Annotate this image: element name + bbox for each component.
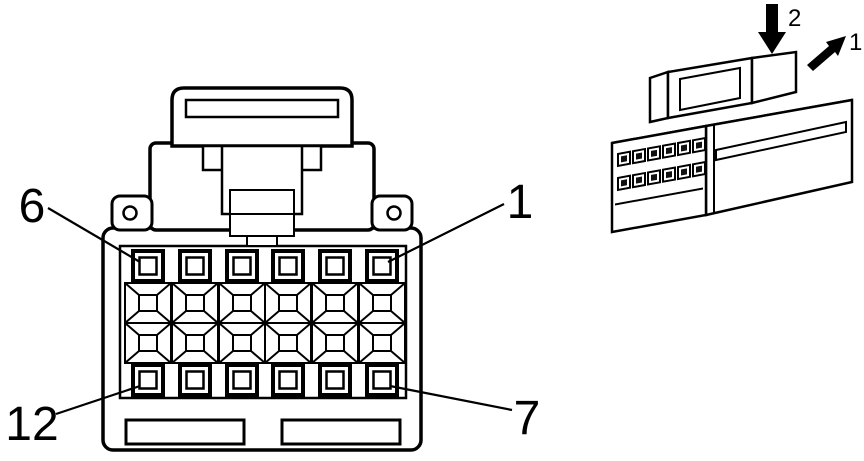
latch-3d-inner bbox=[679, 66, 741, 112]
bevel-block bbox=[264, 322, 312, 364]
arrow-down-icon bbox=[758, 4, 786, 54]
pin-cavity bbox=[178, 363, 212, 397]
bevel-block bbox=[311, 282, 359, 324]
terminal-hole bbox=[616, 174, 632, 191]
bevel-block bbox=[264, 282, 312, 324]
terminal-hole bbox=[691, 161, 707, 178]
terminal-hole bbox=[676, 139, 692, 157]
pin-cavity bbox=[131, 363, 165, 397]
latch-tower bbox=[148, 86, 376, 247]
side-lever bbox=[715, 120, 847, 162]
front-view: 6 1 12 7 bbox=[5, 86, 541, 452]
latch-3d bbox=[648, 50, 798, 124]
mounting-ears bbox=[110, 194, 414, 232]
pin-cavity bbox=[178, 249, 212, 283]
label-arrow-2: 2 bbox=[788, 5, 801, 32]
latch-3d-right bbox=[750, 50, 798, 105]
label-pin-1: 1 bbox=[507, 176, 534, 229]
bevel-grid bbox=[124, 282, 406, 364]
terminal-hole bbox=[661, 166, 677, 183]
bottom-slot-right bbox=[280, 418, 402, 446]
bevel-block bbox=[218, 322, 266, 364]
terminal-hole bbox=[631, 171, 647, 189]
ear-right-hole bbox=[386, 205, 402, 221]
ear-left-hole bbox=[122, 205, 138, 221]
terminal-hole bbox=[646, 145, 662, 162]
pin-cavity bbox=[271, 363, 305, 397]
pin-cavity bbox=[271, 249, 305, 283]
label-pin-12: 12 bbox=[5, 398, 58, 451]
label-pin-7: 7 bbox=[514, 392, 541, 445]
terminal-hole bbox=[691, 137, 707, 154]
bevel-block bbox=[358, 322, 406, 364]
perspective-view: 2 1 bbox=[610, 4, 862, 234]
terminal-hole bbox=[631, 147, 647, 165]
terminal-hole bbox=[676, 163, 692, 181]
bevel-block bbox=[311, 322, 359, 364]
ear-right bbox=[370, 194, 414, 232]
front-face-rim-line bbox=[615, 187, 703, 206]
leader-line-pin7 bbox=[389, 384, 513, 412]
bevel-block bbox=[124, 322, 172, 364]
pin-cavity bbox=[131, 249, 165, 283]
pin-cavity bbox=[318, 249, 352, 283]
bevel-block bbox=[124, 282, 172, 324]
terminal-hole bbox=[616, 150, 632, 167]
bevel-block bbox=[171, 322, 219, 364]
leader-line-pin6 bbox=[47, 207, 141, 263]
leader-line-pin1 bbox=[387, 203, 505, 263]
terminal-holes bbox=[615, 137, 707, 206]
pin-cavity bbox=[318, 363, 352, 397]
latch-top-slot bbox=[184, 98, 340, 119]
pin-cavity bbox=[225, 249, 259, 283]
pin-cavity bbox=[365, 249, 399, 283]
latch-tab bbox=[246, 235, 278, 247]
arrow-up-right-icon bbox=[807, 36, 846, 71]
pin-cavity bbox=[365, 363, 399, 397]
label-arrow-1: 1 bbox=[849, 29, 862, 56]
bevel-block bbox=[218, 282, 266, 324]
latch-3d-left bbox=[648, 70, 670, 124]
terminal-hole bbox=[646, 169, 662, 186]
pin-cavity bbox=[225, 363, 259, 397]
leader-line-pin12 bbox=[55, 384, 141, 416]
terminal-hole bbox=[661, 142, 677, 159]
bevel-block bbox=[358, 282, 406, 324]
bevel-block bbox=[171, 282, 219, 324]
bottom-slot-left bbox=[124, 418, 246, 446]
label-pin-6: 6 bbox=[19, 180, 46, 233]
ear-left bbox=[110, 194, 154, 232]
